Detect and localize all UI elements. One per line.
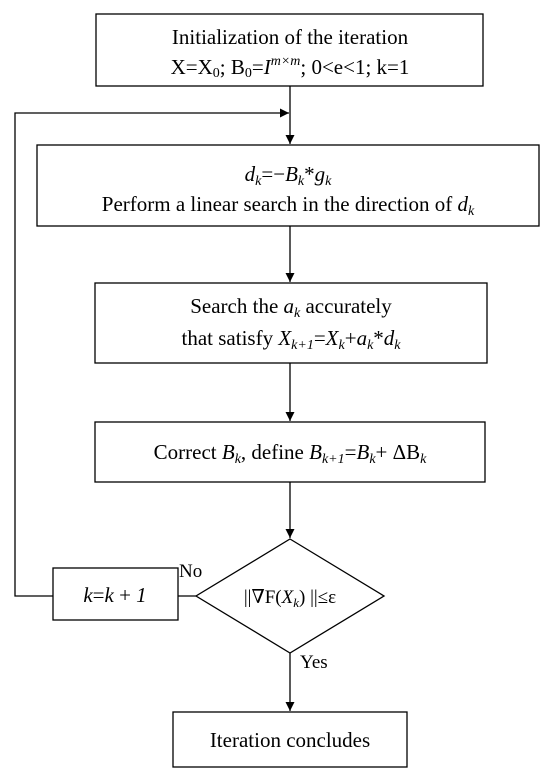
decision-x-sub: k <box>293 595 299 610</box>
end-box-frame <box>172 711 408 768</box>
search-x-sub: k <box>339 338 346 353</box>
end-box: Iteration concludes <box>172 711 408 768</box>
search-plus: + <box>345 326 357 350</box>
decision-condition: ||∇F(Xk) ||≤ε <box>244 587 336 610</box>
init-eq: = <box>252 55 264 79</box>
correct-delta-sub: k <box>420 452 427 467</box>
search-a: a <box>284 294 295 318</box>
direction-b-sub: k <box>298 174 305 189</box>
direction-g: g <box>315 162 326 186</box>
increment-eq: = <box>93 583 105 607</box>
decision-norm-close: ) ||≤ε <box>299 587 336 608</box>
init-title: Initialization of the iteration <box>172 25 409 49</box>
yes-label: Yes <box>300 652 328 673</box>
direction-star: * <box>304 162 315 186</box>
search-line2: that satisfy Xk+1=Xk+ak*dk <box>182 326 402 353</box>
search-a2: a <box>357 326 368 350</box>
search-d: d <box>384 326 395 350</box>
search-box-frame <box>94 282 488 364</box>
search-eq: = <box>314 326 326 350</box>
direction-description: Perform a linear search in the direction… <box>102 192 475 219</box>
increment-k2: k <box>105 583 115 607</box>
init-identity: I <box>263 55 272 79</box>
increment-box: k=k + 1 <box>52 567 179 621</box>
search-d-sub: k <box>394 338 401 353</box>
search-x-next-sub: k+1 <box>291 338 314 353</box>
direction-d: d <box>245 162 256 186</box>
direction-g-sub: k <box>325 174 332 189</box>
init-identity-sup: m×m <box>271 54 301 69</box>
init-formula: X=X0; B0=Im×m; 0<e<1; k=1 <box>171 54 410 81</box>
convergence-decision: ||∇F(Xk) ||≤ε <box>194 538 386 654</box>
correct-b2: B <box>356 440 369 464</box>
direction-desc-d: d <box>457 192 468 216</box>
init-box: Initialization of the iteration X=X0; B0… <box>95 13 484 87</box>
search-x-next: X <box>277 326 292 350</box>
search-a-sub: k <box>294 306 301 321</box>
increment-formula: k=k + 1 <box>83 583 146 607</box>
correct-eq: = <box>345 440 357 464</box>
correct-b-next-sub: k+1 <box>322 452 345 467</box>
increment-one: 1 <box>136 583 147 607</box>
init-box-frame <box>95 13 484 87</box>
direction-desc-text: Perform a linear search in the direction… <box>102 192 458 216</box>
search-line1: Search the ak accurately <box>190 294 392 321</box>
loop-back-line <box>14 108 289 597</box>
correct-prefix: Correct <box>154 440 222 464</box>
no-label: No <box>179 561 202 582</box>
search-prefix: Search the <box>190 294 283 318</box>
end-label: Iteration concludes <box>210 728 370 752</box>
direction-d-sub: k <box>255 174 262 189</box>
correct-b: B <box>222 440 235 464</box>
search-suffix: accurately <box>300 294 392 318</box>
init-b-sub: 0 <box>245 66 252 81</box>
direction-box-frame <box>36 144 540 227</box>
correct-b-next: B <box>309 440 322 464</box>
init-x: X=X <box>171 55 213 79</box>
correct-formula: Correct Bk, define Bk+1=Bk+ ΔBk <box>154 440 428 467</box>
search-satisfy: that satisfy <box>182 326 279 350</box>
correct-define: , define <box>241 440 309 464</box>
decision-norm-open: ||∇F( <box>244 587 282 608</box>
correct-b2-sub: k <box>369 452 376 467</box>
init-b: ; B <box>220 55 245 79</box>
increment-plus: + <box>114 583 136 607</box>
search-x: X <box>325 326 340 350</box>
direction-desc-d-sub: k <box>468 204 475 219</box>
increment-k: k <box>83 583 93 607</box>
increment-box-frame <box>52 567 179 621</box>
direction-b: B <box>285 162 298 186</box>
correct-delta-b: + ΔB <box>376 440 421 464</box>
search-box: Search the ak accurately that satisfy Xk… <box>94 282 488 364</box>
direction-formula: dk=−Bk*gk <box>245 162 332 189</box>
correct-b-sub: k <box>235 452 242 467</box>
direction-box: dk=−Bk*gk Perform a linear search in the… <box>36 144 540 227</box>
search-star: * <box>373 326 384 350</box>
direction-eq: =− <box>261 162 285 186</box>
init-x-sub: 0 <box>213 66 220 81</box>
correct-box-frame <box>94 421 486 483</box>
search-a2-sub: k <box>367 338 374 353</box>
correct-box: Correct Bk, define Bk+1=Bk+ ΔBk <box>94 421 486 483</box>
init-rest: ; 0<e<1; k=1 <box>300 55 409 79</box>
decision-x: X <box>281 587 295 608</box>
